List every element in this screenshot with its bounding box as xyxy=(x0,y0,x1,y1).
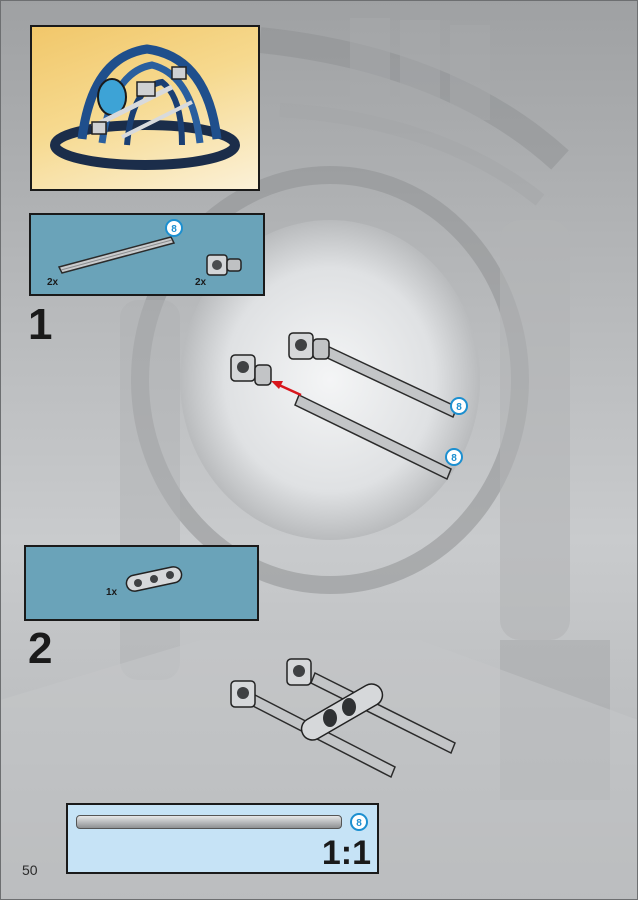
liftarm-quantity: 1x xyxy=(106,587,118,598)
insert-arrow-icon xyxy=(271,381,302,397)
page-number: 50 xyxy=(22,862,38,878)
axle-assembled-upper xyxy=(320,343,458,419)
cross-block-upper xyxy=(288,332,330,360)
cross-block-part-icon xyxy=(206,254,242,276)
assembly-step-2 xyxy=(230,658,456,779)
length-badge-icon: 8 xyxy=(450,397,468,415)
model-preview-image xyxy=(50,44,240,170)
ruler-badge-label: 8 xyxy=(356,818,362,829)
length-badge-icon: 8 xyxy=(350,813,368,831)
liftarm-part-icon xyxy=(125,566,183,592)
length-badge-icon: 8 xyxy=(165,219,183,237)
assembly-step-1 xyxy=(230,332,458,481)
axle-quantity: 2x xyxy=(47,277,59,288)
axle-loose xyxy=(294,393,452,481)
parts-list-step-2: 1x xyxy=(24,545,259,621)
parts-list-step-1: 8 2x 2x xyxy=(29,213,265,296)
step-number-2: 2 xyxy=(28,624,53,673)
ruler-scale: 1:1 xyxy=(321,834,371,872)
liftarm-assembled xyxy=(300,683,384,741)
ruler-panel: 8 1:1 xyxy=(66,803,379,874)
model-preview xyxy=(30,25,260,191)
parts-list-step-1-art xyxy=(57,236,242,276)
assembly-badge-lower-label: 8 xyxy=(451,453,457,464)
axle-part-icon xyxy=(57,236,176,274)
cross-block-quantity: 2x xyxy=(195,277,207,288)
step-number-1: 1 xyxy=(28,300,53,349)
length-badge-icon: 8 xyxy=(445,448,463,466)
axle-length-label: 8 xyxy=(171,224,177,235)
cross-block-lower xyxy=(230,354,272,386)
axle-length-ruler xyxy=(76,815,342,829)
assembly-badge-upper-label: 8 xyxy=(456,402,462,413)
